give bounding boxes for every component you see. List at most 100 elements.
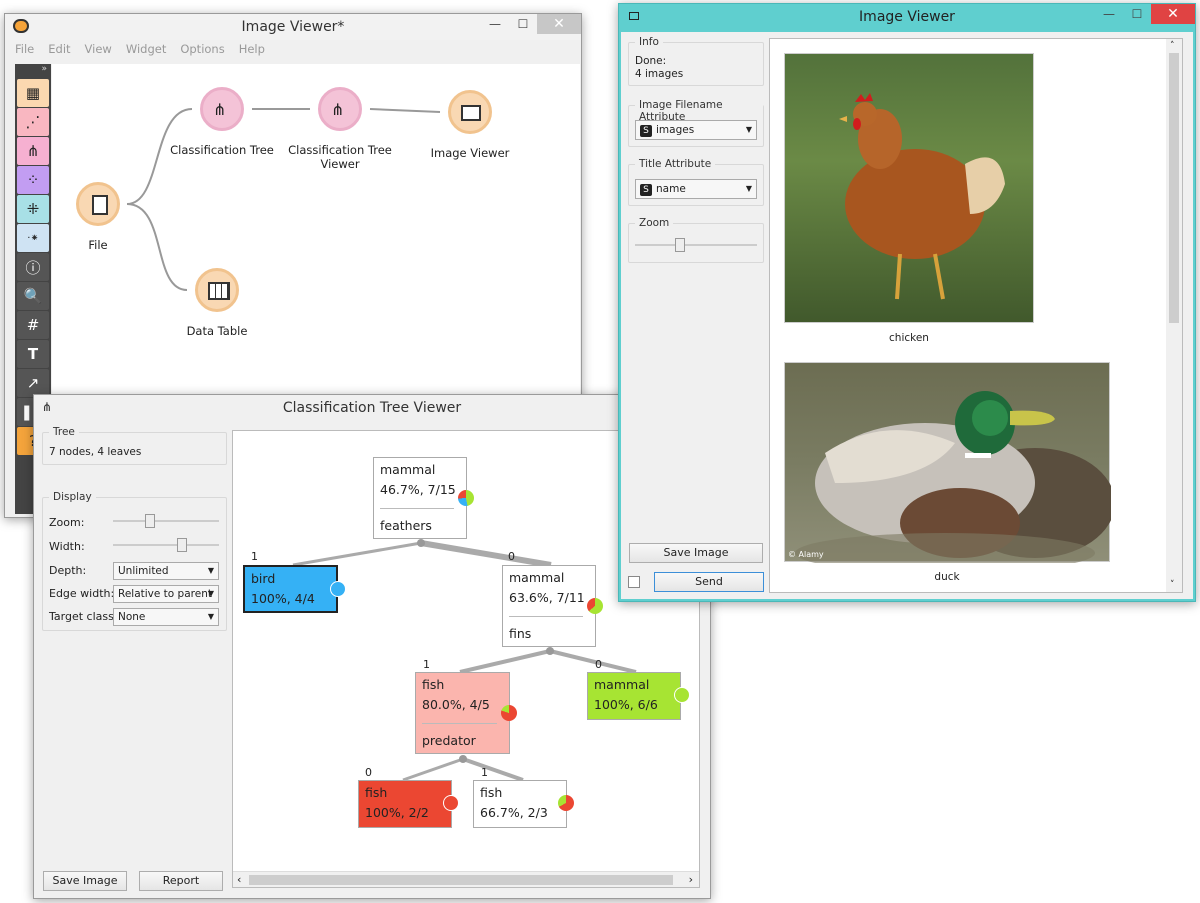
link-viewer-to-image bbox=[369, 108, 441, 113]
edge-width-label: Edge width: bbox=[49, 587, 115, 600]
text-tool-icon[interactable]: T bbox=[17, 340, 49, 368]
evaluate-category-icon[interactable]: ⁘ bbox=[17, 166, 49, 194]
menu-options[interactable]: Options bbox=[180, 42, 225, 56]
edge-root-mammal bbox=[420, 540, 552, 568]
data-table-node[interactable]: Data Table bbox=[187, 260, 247, 338]
tree-info-title: Tree bbox=[49, 426, 79, 438]
edge-width-select[interactable]: Relative to parent▼ bbox=[113, 585, 219, 603]
display-box: Display Zoom: Width: Depth: Unlimited▼ E… bbox=[42, 491, 227, 631]
horizontal-scrollbar[interactable]: ‹ › bbox=[233, 871, 699, 887]
minimize-button[interactable]: — bbox=[489, 17, 501, 31]
image-thumbnail-duck[interactable]: © Alamy bbox=[784, 362, 1111, 563]
zoom-tool-icon[interactable]: 🔍 bbox=[17, 282, 49, 310]
branch-label: 0 bbox=[365, 766, 372, 779]
maximize-button[interactable]: ☐ bbox=[1131, 7, 1143, 21]
chevron-down-icon: ▼ bbox=[207, 566, 214, 575]
info-status: Done: bbox=[635, 55, 667, 67]
depth-select[interactable]: Unlimited▼ bbox=[113, 562, 219, 580]
tree-viewer-label: Classification Tree Viewer bbox=[288, 143, 392, 171]
class-distribution-pie bbox=[501, 705, 517, 721]
link-file-to-table bbox=[126, 203, 188, 291]
unsupervised-category-icon[interactable]: ⁜ bbox=[17, 195, 49, 223]
model-category-icon[interactable]: ⋔ bbox=[17, 137, 49, 165]
scroll-down-icon[interactable]: ˅ bbox=[1170, 580, 1175, 590]
tree-viewer-window: ⋔ Classification Tree Viewer Tree 7 node… bbox=[33, 394, 711, 899]
minimize-button[interactable]: — bbox=[1103, 7, 1115, 21]
image-save-image-button[interactable]: Save Image bbox=[629, 543, 763, 563]
duck-caption: duck bbox=[934, 571, 960, 583]
image-thumbnail-chicken[interactable] bbox=[784, 53, 1034, 323]
class-distribution-pie bbox=[558, 795, 574, 811]
tree-canvas[interactable]: mammal 46.7%, 7/15 feathers 1 bird 100%,… bbox=[232, 430, 700, 888]
vertical-scrollbar[interactable]: ˄ ˅ bbox=[1166, 39, 1182, 592]
menu-view[interactable]: View bbox=[84, 42, 112, 56]
file-node[interactable]: File bbox=[68, 174, 128, 252]
horizontal-scroll-thumb[interactable] bbox=[249, 875, 673, 885]
image-viewer-titlebar[interactable]: Image Viewer — ☐ ✕ bbox=[619, 4, 1195, 30]
info-tool-icon[interactable]: ⓘ bbox=[17, 253, 49, 281]
menu-file[interactable]: File bbox=[15, 42, 35, 56]
branch-label: 1 bbox=[251, 550, 258, 563]
vertical-scroll-thumb[interactable] bbox=[1169, 53, 1179, 323]
scroll-right-icon[interactable]: › bbox=[688, 873, 693, 886]
scroll-up-icon[interactable]: ˄ bbox=[1170, 41, 1175, 51]
target-class-select[interactable]: None▼ bbox=[113, 608, 219, 626]
grid-tool-icon[interactable]: # bbox=[17, 311, 49, 339]
close-button[interactable]: ✕ bbox=[1151, 4, 1195, 24]
data-table-label: Data Table bbox=[186, 324, 248, 338]
class-distribution-pie bbox=[443, 795, 459, 811]
width-slider[interactable] bbox=[113, 538, 219, 552]
image-zoom-slider[interactable] bbox=[635, 238, 757, 252]
info-count: 4 images bbox=[635, 68, 684, 80]
menu-help[interactable]: Help bbox=[238, 42, 265, 56]
tree-node-bird[interactable]: bird 100%, 4/4 bbox=[243, 565, 346, 613]
close-button[interactable]: ✕ bbox=[537, 14, 581, 34]
menu-edit[interactable]: Edit bbox=[48, 42, 71, 56]
visualize-category-icon[interactable]: ⋰ bbox=[17, 108, 49, 136]
tree-viewer-window-icon: ⋔ bbox=[42, 400, 53, 414]
scroll-left-icon[interactable]: ‹ bbox=[237, 873, 242, 886]
chevron-down-icon: ▼ bbox=[207, 612, 214, 621]
maximize-button[interactable]: ☐ bbox=[517, 17, 529, 31]
tree-node-fish-leaf-b[interactable]: fish 66.7%, 2/3 bbox=[473, 780, 574, 828]
classification-tree-node[interactable]: ⋔ Classification Tree bbox=[170, 79, 274, 157]
width-label: Width: bbox=[49, 540, 85, 553]
image-grid[interactable]: chicken © Alamy duck ˄ bbox=[769, 38, 1183, 593]
string-type-icon: S bbox=[640, 184, 652, 196]
class-distribution-pie bbox=[674, 687, 690, 703]
canvas-window-title: Image Viewer* bbox=[241, 19, 345, 35]
info-box: Info Done: 4 images bbox=[628, 36, 764, 86]
zoom-slider[interactable] bbox=[113, 514, 219, 528]
duck-image bbox=[795, 391, 1111, 563]
image-viewer-node[interactable]: Image Viewer bbox=[431, 82, 509, 160]
tree-node-fish-leaf-a[interactable]: fish 100%, 2/2 bbox=[358, 780, 459, 828]
tree-save-image-button[interactable]: Save Image bbox=[43, 871, 127, 891]
image-viewer-body: Info Done: 4 images Image Filename Attri… bbox=[621, 32, 1193, 599]
zoom-title: Zoom bbox=[635, 217, 674, 229]
data-category-icon[interactable]: ▦ bbox=[17, 79, 49, 107]
file-icon bbox=[92, 195, 108, 215]
class-distribution-pie bbox=[587, 598, 603, 614]
expand-toolbox-button[interactable]: » bbox=[41, 64, 47, 74]
send-button[interactable]: Send bbox=[654, 572, 764, 592]
tree-node-root[interactable]: mammal 46.7%, 7/15 feathers bbox=[373, 457, 474, 539]
menu-widget[interactable]: Widget bbox=[125, 42, 167, 56]
tree-viewer-node[interactable]: ⋔ Classification Tree Viewer bbox=[288, 79, 392, 171]
edge-fish-fish2 bbox=[402, 757, 464, 782]
arrow-tool-icon[interactable]: ↗ bbox=[17, 369, 49, 397]
edge-mammal-fish bbox=[459, 649, 551, 674]
report-button[interactable]: Report bbox=[139, 871, 223, 891]
canvas-titlebar[interactable]: Image Viewer* — ☐ ✕ bbox=[5, 14, 581, 40]
workflow-links bbox=[126, 108, 441, 291]
depth-label: Depth: bbox=[49, 564, 87, 577]
tree-viewer-titlebar[interactable]: ⋔ Classification Tree Viewer bbox=[34, 395, 710, 421]
tree-node-fish-predator[interactable]: fish 80.0%, 4/5 predator bbox=[415, 672, 517, 754]
tree-node-mammal-fins[interactable]: mammal 63.6%, 7/11 fins bbox=[502, 565, 603, 647]
link-file-to-tree bbox=[126, 108, 193, 205]
addon-category-icon[interactable]: ·⁕ bbox=[17, 224, 49, 252]
auto-send-checkbox[interactable] bbox=[628, 576, 640, 588]
image-viewer-window: Image Viewer — ☐ ✕ Info Done: 4 images I… bbox=[618, 3, 1196, 602]
tree-node-mammal-leaf[interactable]: mammal 100%, 6/6 bbox=[587, 672, 690, 720]
